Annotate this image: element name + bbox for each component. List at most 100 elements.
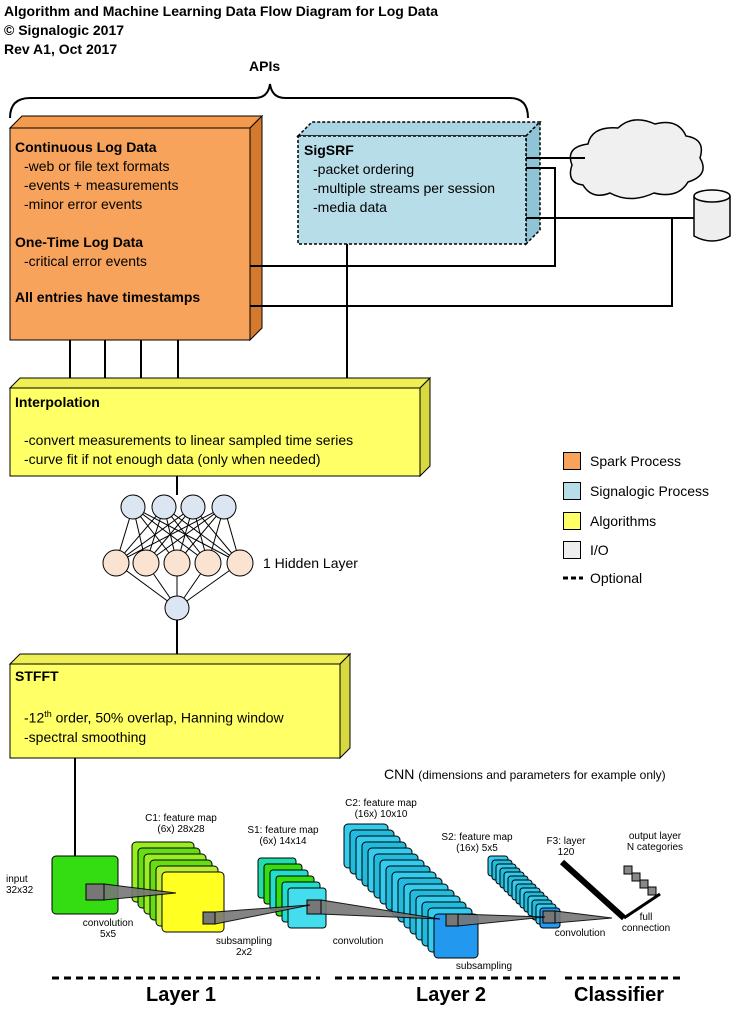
cnn-conv3-label: convolution bbox=[554, 928, 606, 939]
legend-label: Spark Process bbox=[590, 453, 682, 469]
revision-text: Rev A1, Oct 2017 bbox=[4, 41, 118, 57]
cnn-c1-label: C1: feature map(6x) 28x28 bbox=[136, 813, 226, 835]
cnn-label-line: 2x2 bbox=[235, 947, 253, 958]
layer-1-label: Layer 1 bbox=[146, 984, 217, 1006]
database-cylinder-shape bbox=[693, 189, 731, 242]
cnn-sub2-label: subsampling bbox=[455, 961, 513, 972]
continuous-log-title: Continuous Log Data bbox=[15, 139, 157, 155]
cnn-c2-label: C2: feature map(16x) 10x10 bbox=[336, 798, 426, 820]
interpolation-box-shape bbox=[8, 376, 432, 478]
nn-hidden-node bbox=[132, 549, 160, 577]
legend-label: I/O bbox=[590, 542, 609, 558]
cnn-f3-layer bbox=[559, 859, 627, 921]
legend-swatch bbox=[563, 482, 581, 500]
stfft-order-prefix: -12 bbox=[24, 709, 45, 726]
onetime-log-title: One-Time Log Data bbox=[15, 234, 144, 250]
layer-2-label: Layer 2 bbox=[416, 984, 487, 1006]
io-connection-lines bbox=[250, 157, 694, 307]
sigsrf-item: -packet ordering bbox=[313, 161, 415, 177]
cnn-label-line: input bbox=[6, 874, 28, 885]
cnn-subtitle: (dimensions and parameters for example o… bbox=[418, 768, 666, 782]
cnn-label-line: 120 bbox=[557, 847, 575, 858]
cnn-label-line: S2: feature map bbox=[441, 832, 513, 843]
stfft-order-suffix: order, 50% overlap, Hanning window bbox=[51, 709, 284, 726]
cnn-s2-label: S2: feature map(16x) 5x5 bbox=[432, 832, 522, 854]
stfft-title: STFFT bbox=[15, 668, 59, 684]
sigsrf-box-shape bbox=[296, 120, 542, 246]
cnn-label-line: 5x5 bbox=[99, 929, 117, 940]
nn-hidden-node bbox=[226, 549, 254, 577]
nn-hidden-node bbox=[194, 549, 222, 577]
cnn-label-line: output layer bbox=[628, 831, 682, 842]
sigsrf-item: -multiple streams per session bbox=[313, 180, 496, 196]
cnn-c1-stack bbox=[131, 841, 225, 933]
cnn-label-line: (6x) 14x14 bbox=[259, 836, 307, 847]
cnn-s2-stack bbox=[487, 855, 561, 929]
interpolation-text: Interpolation -convert measurements to l… bbox=[15, 393, 353, 469]
cnn-s1-label: S1: feature map(6x) 14x14 bbox=[238, 825, 328, 847]
apis-label: APIs bbox=[249, 58, 281, 74]
nn-hidden-node bbox=[163, 549, 191, 577]
stfft-text: STFFT -12th order, 50% overlap, Hanning … bbox=[15, 667, 284, 747]
cnn-full-connection-line bbox=[623, 892, 661, 920]
cloud-shape bbox=[569, 119, 704, 200]
stfft-item-smoothing: -spectral smoothing bbox=[24, 728, 147, 745]
nn-output-node bbox=[164, 595, 190, 621]
legend-swatch bbox=[563, 512, 581, 530]
stfft-box-shape bbox=[8, 652, 352, 760]
interpolation-item: -convert measurements to linear sampled … bbox=[24, 432, 354, 448]
cnn-label-line: S1: feature map bbox=[247, 825, 319, 836]
cnn-label-line: connection bbox=[621, 923, 671, 934]
log-to-interp-lines bbox=[69, 244, 348, 380]
cnn-convolution-cones bbox=[103, 883, 613, 927]
cnn-label-line: full bbox=[639, 912, 653, 923]
copyright-text: © Signalogic 2017 bbox=[4, 22, 125, 38]
cnn-label-line: C2: feature map bbox=[345, 798, 417, 809]
legend-swatch bbox=[563, 452, 581, 470]
interpolation-item: -curve fit if not enough data (only when… bbox=[24, 451, 321, 467]
cnn-title: CNN bbox=[384, 766, 415, 782]
log-data-box-shape bbox=[8, 114, 264, 342]
apis-brace bbox=[9, 83, 529, 119]
nn-input-node bbox=[120, 494, 146, 520]
nn-hidden-node bbox=[102, 549, 130, 577]
legend-label: Optional bbox=[590, 570, 643, 586]
legend-label: Signalogic Process bbox=[590, 483, 710, 499]
cnn-s1-stack bbox=[257, 857, 327, 929]
sigsrf-item: -media data bbox=[313, 199, 387, 215]
nn-input-node bbox=[180, 494, 206, 520]
cnn-label-line: (16x) 5x5 bbox=[456, 843, 498, 854]
stfft-order-sup: th bbox=[44, 709, 52, 719]
nn-input-node bbox=[151, 494, 177, 520]
sigsrf-title: SigSRF bbox=[304, 142, 354, 158]
timestamps-note: All entries have timestamps bbox=[15, 289, 201, 305]
cnn-output-layer bbox=[623, 865, 657, 896]
sigsrf-text: SigSRF -packet ordering -multiple stream… bbox=[304, 141, 495, 217]
classifier-label: Classifier bbox=[574, 984, 665, 1006]
neural-network bbox=[102, 476, 254, 658]
cnn-label-line: (16x) 10x10 bbox=[354, 809, 408, 820]
cnn-title-row: CNN (dimensions and parameters for examp… bbox=[384, 766, 666, 782]
log-data-text: Continuous Log Data -web or file text fo… bbox=[15, 138, 200, 307]
onetime-log-item: -critical error events bbox=[24, 253, 147, 269]
stfft-item-order: -12th order, 50% overlap, Hanning window bbox=[15, 705, 284, 728]
nn-input-node bbox=[211, 494, 237, 520]
cnn-label-line: convolution bbox=[82, 918, 134, 929]
hidden-layer-label: 1 Hidden Layer bbox=[263, 555, 358, 571]
interpolation-title: Interpolation bbox=[15, 394, 100, 410]
cnn-label-line: subsampling bbox=[215, 936, 273, 947]
cnn-label-line: N categories bbox=[626, 842, 684, 853]
cnn-label-line: 32x32 bbox=[6, 885, 34, 896]
cnn-label-line: F3: layer bbox=[546, 836, 586, 847]
legend-label: Algorithms bbox=[590, 513, 657, 529]
continuous-log-item: -web or file text formats bbox=[24, 158, 170, 174]
cnn-label-line: C1: feature map bbox=[145, 813, 217, 824]
legend-swatch bbox=[563, 541, 581, 559]
cnn-conv2-label: convolution bbox=[332, 936, 384, 947]
continuous-log-item: -minor error events bbox=[24, 196, 143, 212]
